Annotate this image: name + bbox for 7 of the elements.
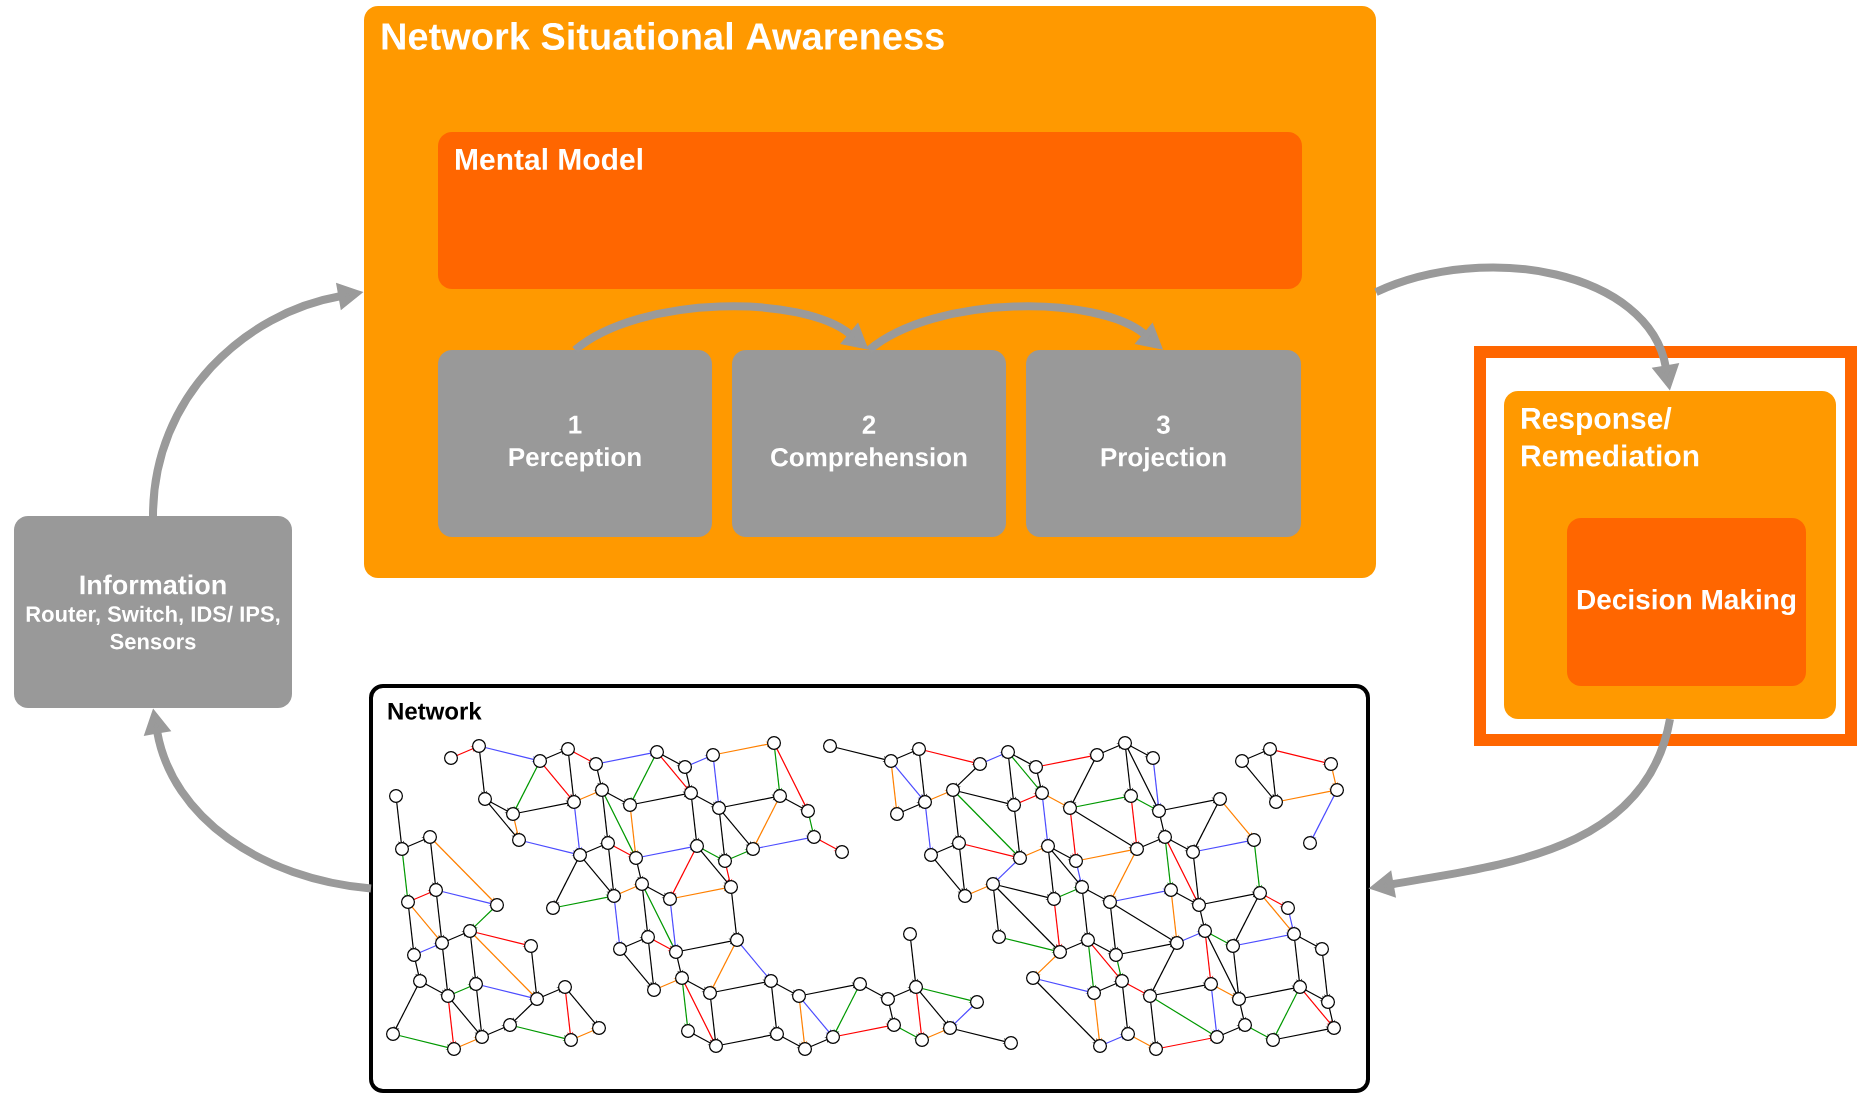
network-box: Network <box>369 684 1370 1093</box>
process-box: 2 Comprehension <box>732 350 1006 537</box>
decision-box: Decision Making <box>1567 518 1806 686</box>
process-box: 1 Perception <box>438 350 712 537</box>
process-box: 3 Projection <box>1026 350 1301 537</box>
model-box: Mental Model <box>438 132 1302 289</box>
information-box: Information Router, Switch, IDS/ IPS, Sensors <box>14 516 292 708</box>
